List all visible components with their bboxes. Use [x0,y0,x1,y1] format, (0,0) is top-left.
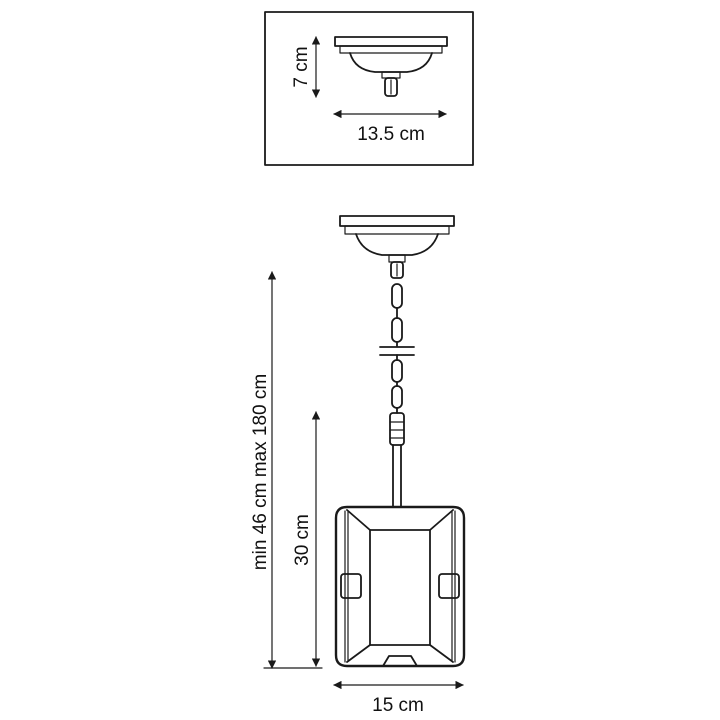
side-clip-left [340,573,362,599]
shade-width-label: 15 cm [372,695,424,716]
canopy-height-dimension: 7 cm [291,36,321,98]
inset-frame [264,11,474,166]
rod-connector [389,412,405,446]
chain-break-symbol [379,346,415,361]
overall-height-dimension: min 46 cm max 180 cm [250,271,323,669]
lamp-shade [334,505,466,668]
canopy-detail-inset: 7 cm 13.5 cm [264,11,474,166]
chain-lower [391,359,403,414]
canopy [339,215,455,279]
shade-height-label: 30 cm [292,514,313,566]
canopy-inset-drawing [334,36,448,97]
pendant-main-drawing: min 46 cm max 180 cm 30 cm 15 cm [250,215,466,716]
side-clip-right [438,573,460,599]
overall-height-label: min 46 cm max 180 cm [250,374,271,570]
shade-width-dimension: 15 cm [333,680,464,716]
shade-height-dimension: 30 cm [292,411,321,667]
canopy-width-dimension: 13.5 cm [333,109,447,145]
canopy-width-label: 13.5 cm [357,124,425,145]
bottom-clip [382,655,418,667]
canopy-height-label: 7 cm [291,46,312,87]
suspension-rod [392,444,402,508]
chain-upper [391,283,403,347]
